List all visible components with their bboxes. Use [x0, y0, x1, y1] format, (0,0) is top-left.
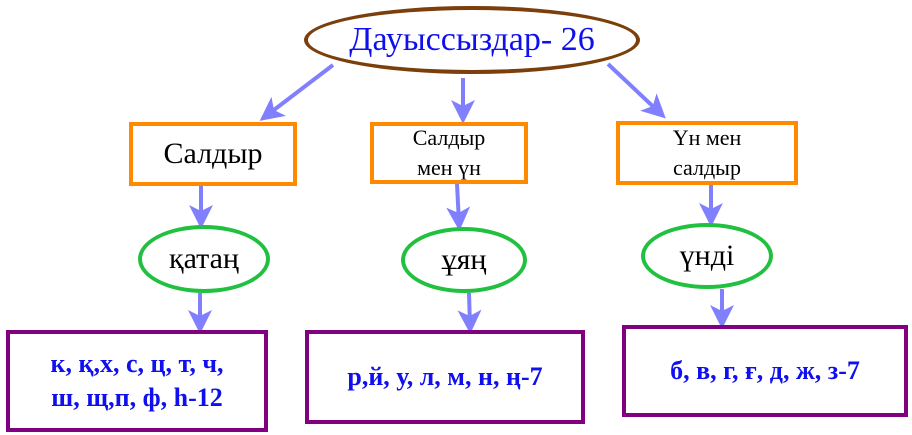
letters-line: к, қ,х, с, ц, т, ч,	[50, 349, 224, 378]
type-label: үнді	[679, 239, 735, 272]
letters-line: р,й, у, л, м, н, ң-7	[347, 362, 543, 391]
letters-node-katan: к, қ,х, с, ц, т, ч, ш, щ,п, ф, һ-12	[6, 330, 268, 432]
root-label: Дауыссыздар- 26	[349, 21, 595, 58]
category-node-un-men-saldyr: Үн мен салдыр	[616, 121, 798, 185]
type-label: қатаң	[169, 242, 239, 275]
letters-line: б, в, г, ғ, д, ж, з-7	[670, 356, 860, 385]
letters-node-uyan: р,й, у, л, м, н, ң-7	[305, 330, 585, 424]
arrow-cat2-to-type2	[446, 183, 471, 231]
category-label-line: Үн мен	[672, 125, 742, 150]
type-node-undi: үнді	[641, 223, 773, 289]
type-node-uyan: ұяң	[401, 227, 527, 293]
category-label-line: Салдыр	[412, 125, 486, 150]
category-label-line: мен үн	[417, 155, 481, 180]
arrow-type2-to-letters2	[457, 292, 482, 334]
category-label-line: салдыр	[673, 155, 741, 180]
letters-node-undi: б, в, г, ғ, д, ж, з-7	[622, 325, 908, 417]
arrow-root-to-salday	[259, 63, 335, 121]
type-label: ұяң	[441, 243, 487, 276]
arrow-root-to-un-men-saldyr	[606, 62, 666, 119]
letters-line: ш, щ,п, ф, һ-12	[51, 383, 223, 412]
category-node-saldyr: Салдыр	[129, 122, 297, 186]
root-node-consonants: Дауыссыздар- 26	[304, 6, 640, 74]
category-label-line: Салдыр	[163, 137, 263, 170]
type-node-katan: қатаң	[138, 225, 270, 293]
category-node-saldyr-men-un: Салдыр мен үн	[370, 122, 528, 184]
